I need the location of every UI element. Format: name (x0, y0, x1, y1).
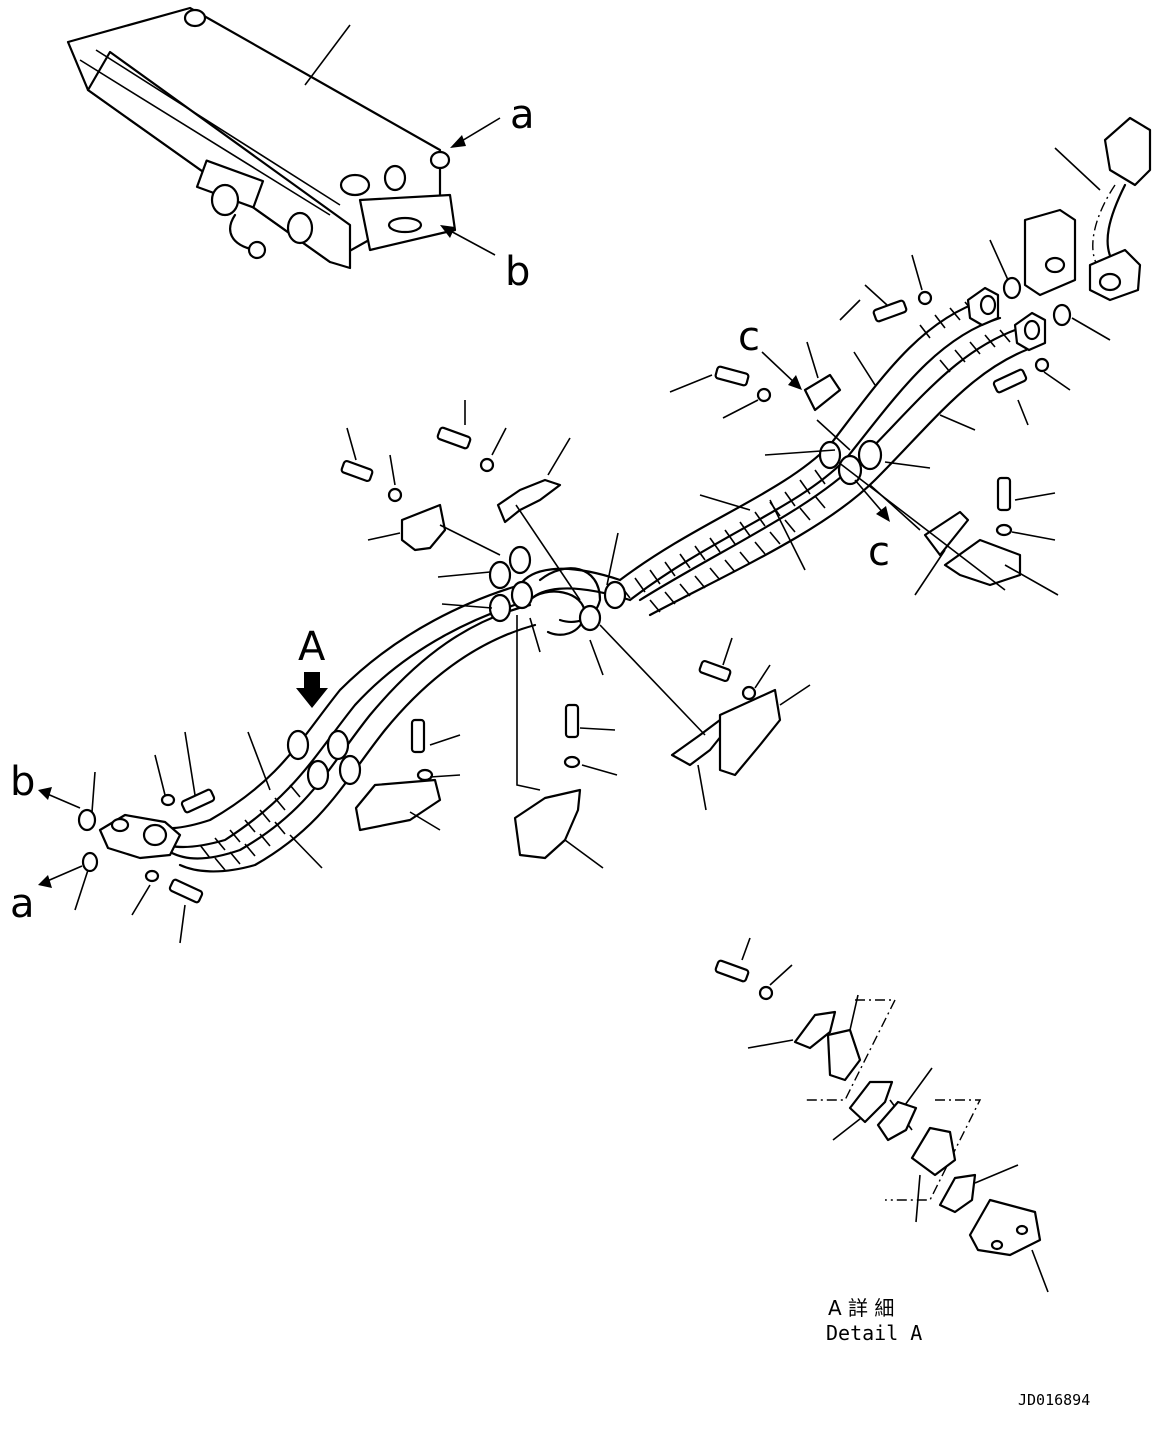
callout-a-top: a (450, 92, 535, 148)
svg-text:b: b (10, 759, 35, 805)
view-a-arrow: A (296, 624, 328, 708)
svg-text:b: b (505, 249, 530, 295)
detail-a-label-jp: A 詳 細 (828, 1296, 894, 1320)
detail-a-view (793, 999, 1042, 1257)
svg-text:c: c (868, 529, 890, 575)
cooler-unit (66, 6, 457, 270)
right-flanges (966, 286, 1047, 352)
drawing-id: JD016894 (1018, 1391, 1090, 1409)
brackets (354, 373, 1022, 860)
svg-text:a: a (510, 92, 535, 138)
callout-b-left: b (10, 759, 81, 809)
detail-a-label-en: Detail A (826, 1321, 922, 1345)
svg-text:A: A (298, 624, 326, 670)
svg-text:a: a (10, 881, 35, 927)
callout-c-upper: c (738, 314, 802, 390)
clamp-collars (286, 439, 883, 791)
callout-a-left: a (10, 865, 83, 927)
leader-lines (74, 254, 1071, 1293)
right-pipe-assembly (989, 116, 1152, 341)
callout-b-top: b (440, 225, 530, 295)
washers (387, 290, 1050, 1001)
bolts (168, 299, 1028, 983)
svg-text:c: c (738, 314, 760, 360)
callout-c-lower: c (854, 479, 890, 575)
left-flange (77, 793, 182, 883)
